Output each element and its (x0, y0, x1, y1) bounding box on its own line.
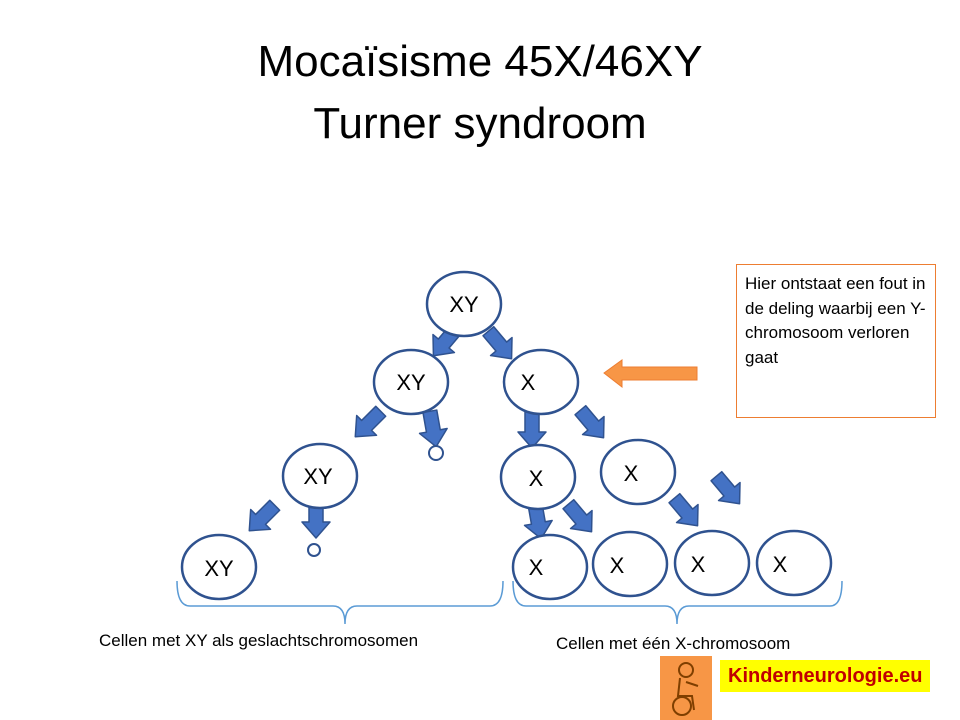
right-brace (512, 580, 843, 625)
cell-xy-root: XY (425, 270, 503, 338)
cell-x: X (502, 348, 580, 416)
arrow-down-left (344, 400, 392, 448)
arrow-down (517, 411, 547, 449)
cell-xy: XY (372, 348, 450, 416)
cell-label: XY (396, 370, 426, 395)
cell-x: X (673, 529, 751, 597)
cell-label: X (529, 466, 544, 491)
diagram-title-line2: Turner syndroom (313, 99, 647, 148)
arrow-down-right (568, 400, 616, 448)
cell-label: XY (449, 292, 479, 317)
arrow-down-left (238, 494, 286, 542)
left-brace (176, 580, 504, 625)
caption-xy-cells: Cellen met XY als geslachtschromosomen (99, 631, 419, 650)
cell-x: X (599, 438, 677, 506)
cells: XY XY X XY X X XY X (180, 270, 833, 601)
cell-label: X (773, 552, 788, 577)
cell-label: X (610, 553, 625, 578)
annotation-note: Hier ontstaat een fout in de deling waar… (736, 264, 936, 418)
cell-x: X (499, 443, 577, 511)
cell-x: X (511, 533, 589, 601)
small-cell-circle (428, 445, 444, 461)
logo-text: Kinderneurologie.eu (720, 660, 931, 692)
arrow-down-right (662, 488, 710, 536)
small-cell-circle (307, 543, 321, 557)
caption-x-cells: Cellen met één X-chromosoom (556, 634, 791, 653)
cell-label: X (691, 552, 706, 577)
cell-x: X (755, 529, 833, 597)
arrow-down (415, 408, 451, 450)
orange-left-arrow (603, 359, 698, 389)
cell-label: XY (204, 556, 234, 581)
arrow-down-right (704, 466, 752, 514)
child-wheelchair-icon (660, 656, 712, 720)
cell-label: X (529, 555, 544, 580)
diagram-title-line1: Mocaïsisme 45X/46XY (257, 37, 703, 86)
cell-label: XY (303, 464, 333, 489)
cell-xy: XY (180, 533, 258, 601)
cell-label: X (521, 370, 536, 395)
cell-x: X (591, 530, 669, 598)
cell-xy: XY (281, 442, 359, 510)
arrow-down-right (556, 494, 604, 542)
cell-label: X (624, 461, 639, 486)
